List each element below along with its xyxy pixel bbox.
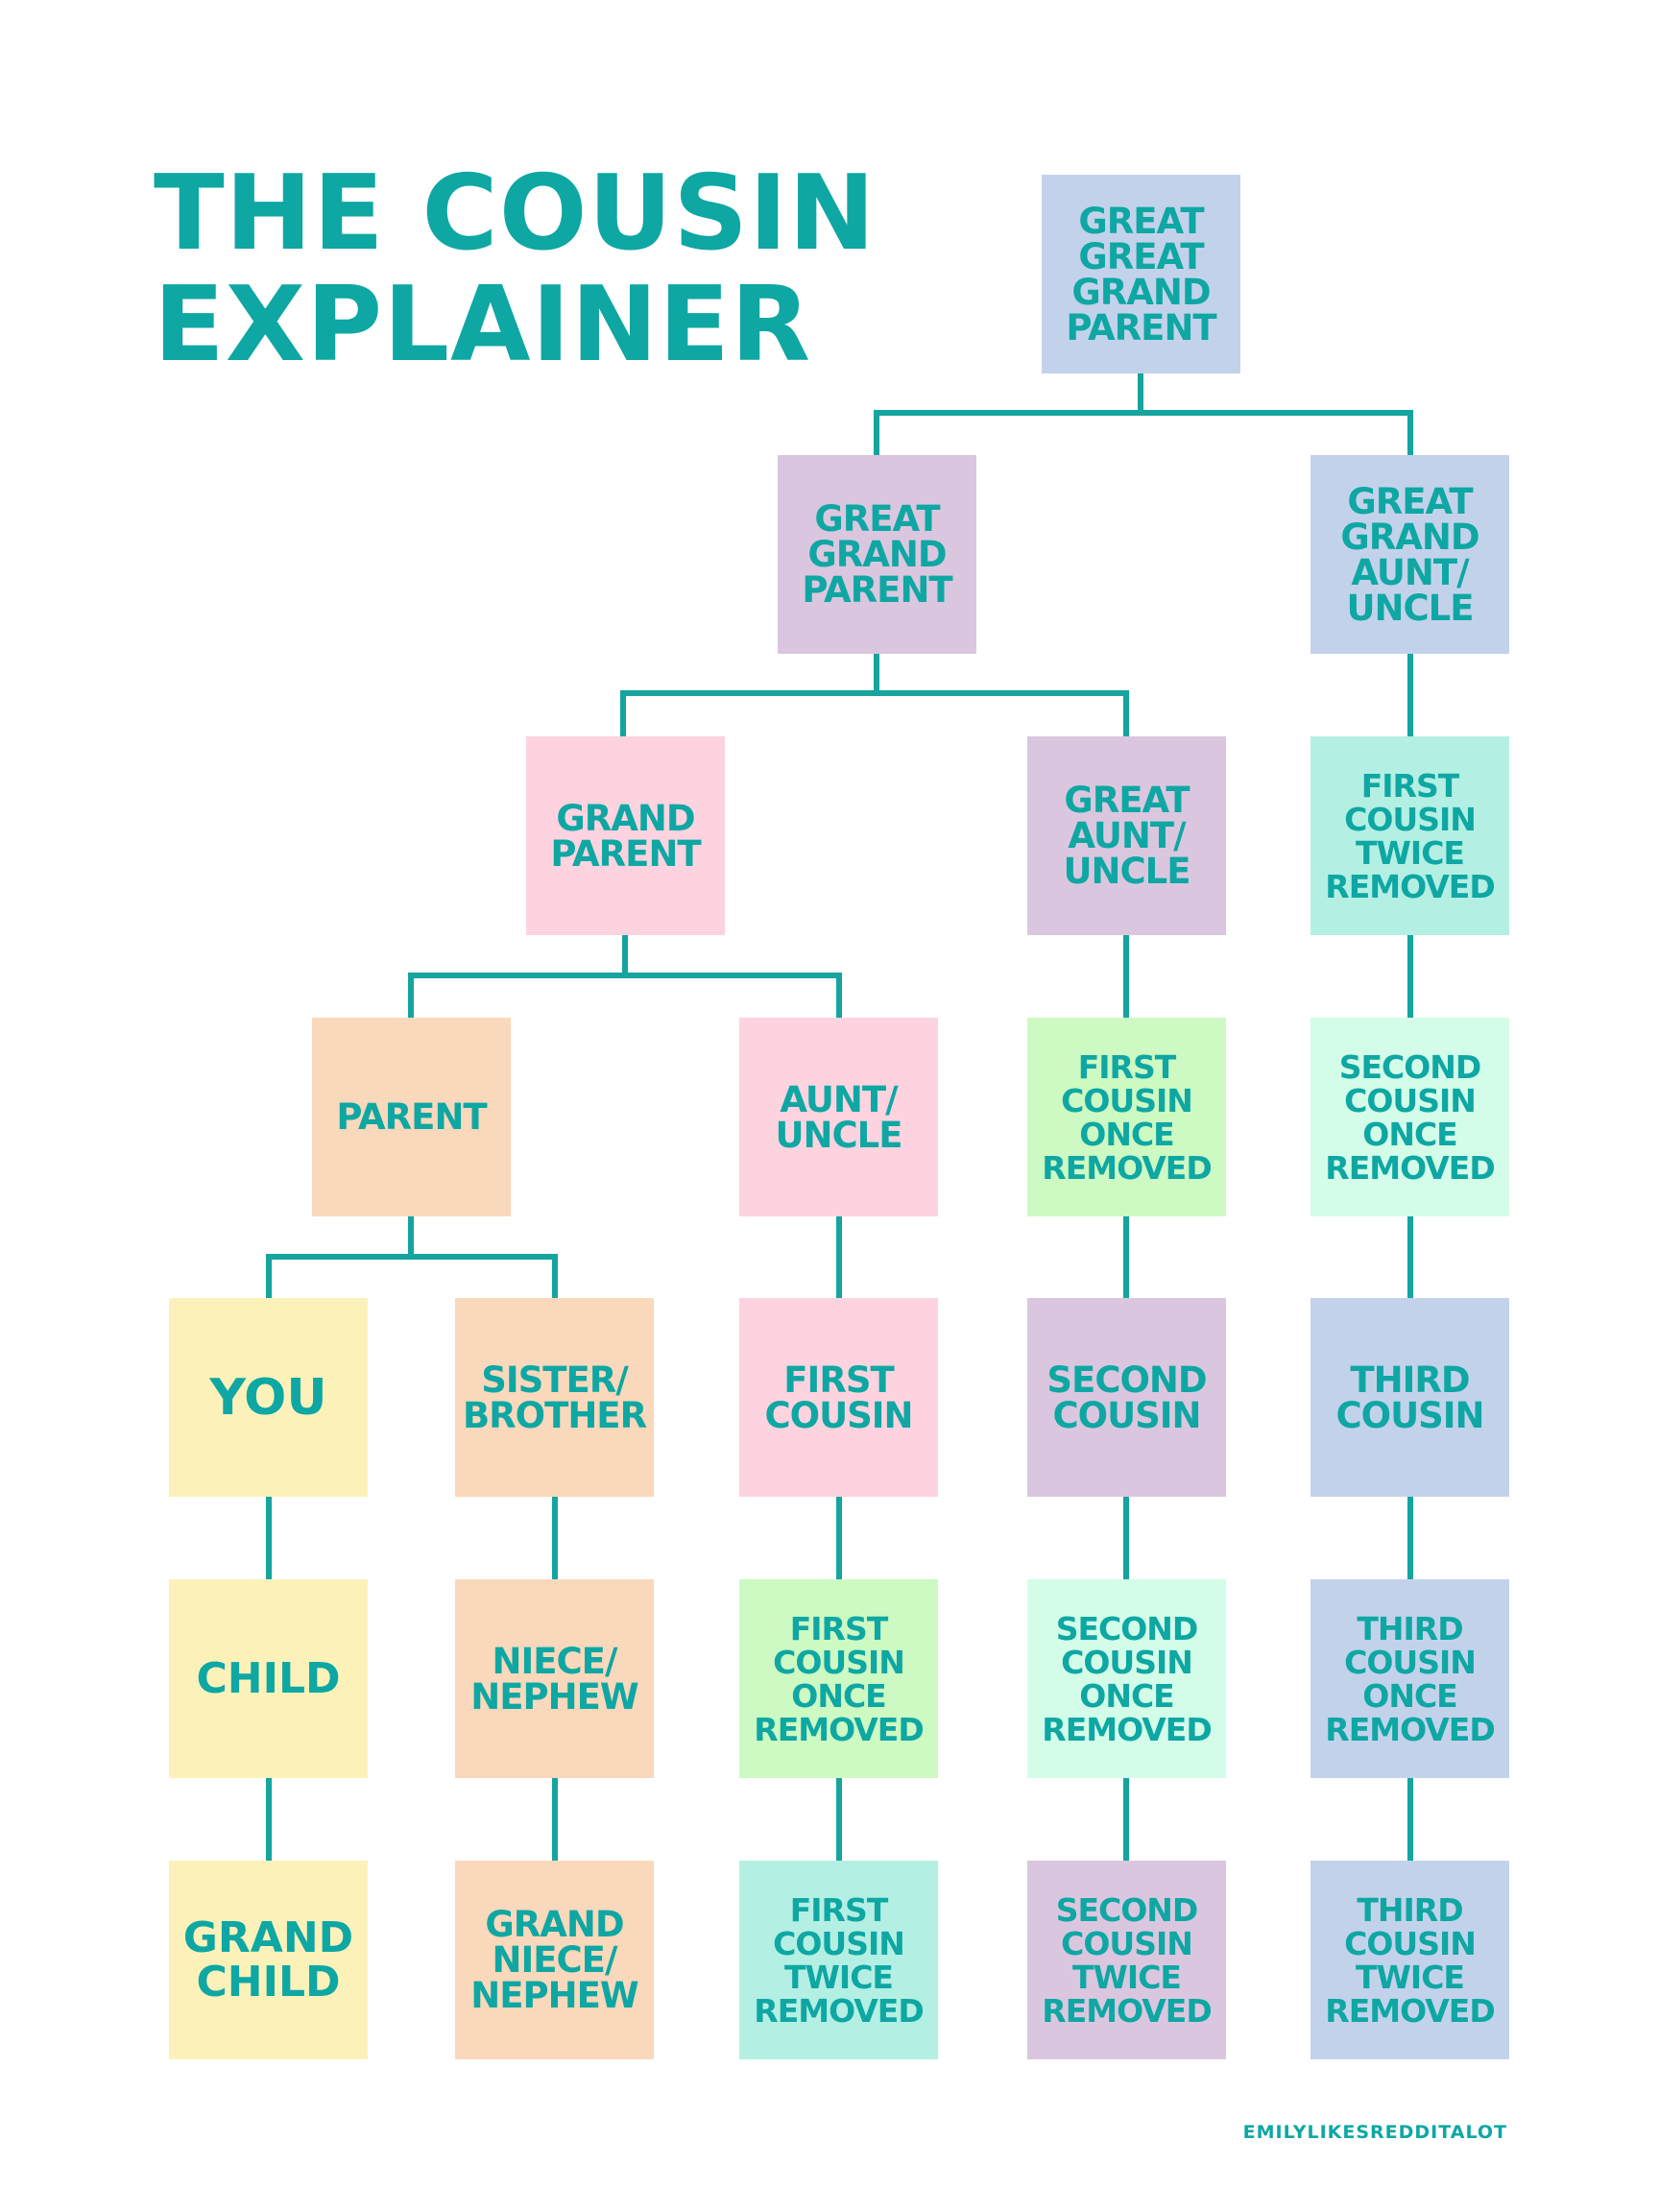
node-grand-niece-nephew: GRAND NIECE/ NEPHEW [455,1861,654,2059]
node-second-cousin-twice-removed: SECOND COUSIN TWICE REMOVED [1027,1861,1226,2059]
node-niece-nephew: NIECE/ NEPHEW [455,1579,654,1778]
node-label: PARENT [336,1096,487,1138]
credit-text: EMILYLIKESREDDITALOT [1242,2122,1507,2143]
connector-parent-to-children [266,1214,558,1301]
node-second-cousin-once-removed-top: SECOND COUSIN ONCE REMOVED [1310,1018,1509,1216]
node-label: CHILD [196,1653,341,1703]
node-label: GREAT AUNT/ UNCLE [1063,780,1190,892]
page-title: THE COUSIN EXPLAINER [154,154,877,385]
node-label: GREAT GREAT GRAND PARENT [1066,200,1216,349]
node-first-cousin: FIRST COUSIN [739,1298,938,1497]
node-label: SISTER/ BROTHER [462,1358,647,1436]
node-great-grand-aunt-uncle: GREAT GRAND AUNT/ UNCLE [1310,455,1509,654]
node-great-great-grandparent: GREAT GREAT GRAND PARENT [1042,175,1240,373]
node-second-cousin: SECOND COUSIN [1027,1298,1226,1497]
node-third-cousin-once-removed: THIRD COUSIN ONCE REMOVED [1310,1579,1509,1778]
node-parent: PARENT [312,1018,511,1216]
node-label: THIRD COUSIN TWICE REMOVED [1325,1890,1495,2030]
node-label: GRAND CHILD [182,1912,354,2007]
node-grandchild: GRAND CHILD [169,1861,368,2059]
node-label: SECOND COUSIN ONCE REMOVED [1042,1609,1212,1748]
node-sister-brother: SISTER/ BROTHER [455,1298,654,1497]
node-first-cousin-once-removed-bottom: FIRST COUSIN ONCE REMOVED [739,1579,938,1778]
node-label: GRAND NIECE/ NEPHEW [470,1904,638,2016]
node-label: FIRST COUSIN TWICE REMOVED [754,1890,924,2030]
node-great-grandparent: GREAT GRAND PARENT [778,455,976,654]
node-label: THIRD COUSIN [1335,1358,1484,1436]
node-label: NIECE/ NEPHEW [470,1640,638,1718]
node-child: CHILD [169,1579,368,1778]
node-label: SECOND COUSIN [1046,1358,1207,1436]
node-label: YOU [209,1368,327,1427]
node-label: GRAND PARENT [550,797,701,875]
node-label: SECOND COUSIN ONCE REMOVED [1325,1047,1495,1187]
node-label: THIRD COUSIN ONCE REMOVED [1325,1609,1495,1748]
node-aunt-uncle: AUNT/ UNCLE [739,1018,938,1216]
node-label: FIRST COUSIN [764,1358,913,1436]
node-you: YOU [169,1298,368,1497]
node-great-aunt-uncle: GREAT AUNT/ UNCLE [1027,736,1226,935]
connector-gp-to-children [408,933,842,1021]
node-label: FIRST COUSIN ONCE REMOVED [754,1609,924,1748]
node-second-cousin-once-removed-bottom: SECOND COUSIN ONCE REMOVED [1027,1579,1226,1778]
connector-gg-to-children [620,652,1129,739]
node-label: FIRST COUSIN ONCE REMOVED [1042,1047,1212,1187]
node-label: FIRST COUSIN TWICE REMOVED [1325,766,1495,905]
node-label: GREAT GRAND PARENT [802,498,952,611]
node-label: AUNT/ UNCLE [775,1078,902,1156]
connector-ggg-to-children [874,372,1413,458]
node-third-cousin: THIRD COUSIN [1310,1298,1509,1497]
node-first-cousin-twice-removed-bottom: FIRST COUSIN TWICE REMOVED [739,1861,938,2059]
node-first-cousin-twice-removed-top: FIRST COUSIN TWICE REMOVED [1310,736,1509,935]
node-first-cousin-once-removed-top: FIRST COUSIN ONCE REMOVED [1027,1018,1226,1216]
node-third-cousin-twice-removed: THIRD COUSIN TWICE REMOVED [1310,1861,1509,2059]
node-label: SECOND COUSIN TWICE REMOVED [1042,1890,1212,2030]
node-grandparent: GRAND PARENT [526,736,725,935]
node-label: GREAT GRAND AUNT/ UNCLE [1340,480,1479,629]
